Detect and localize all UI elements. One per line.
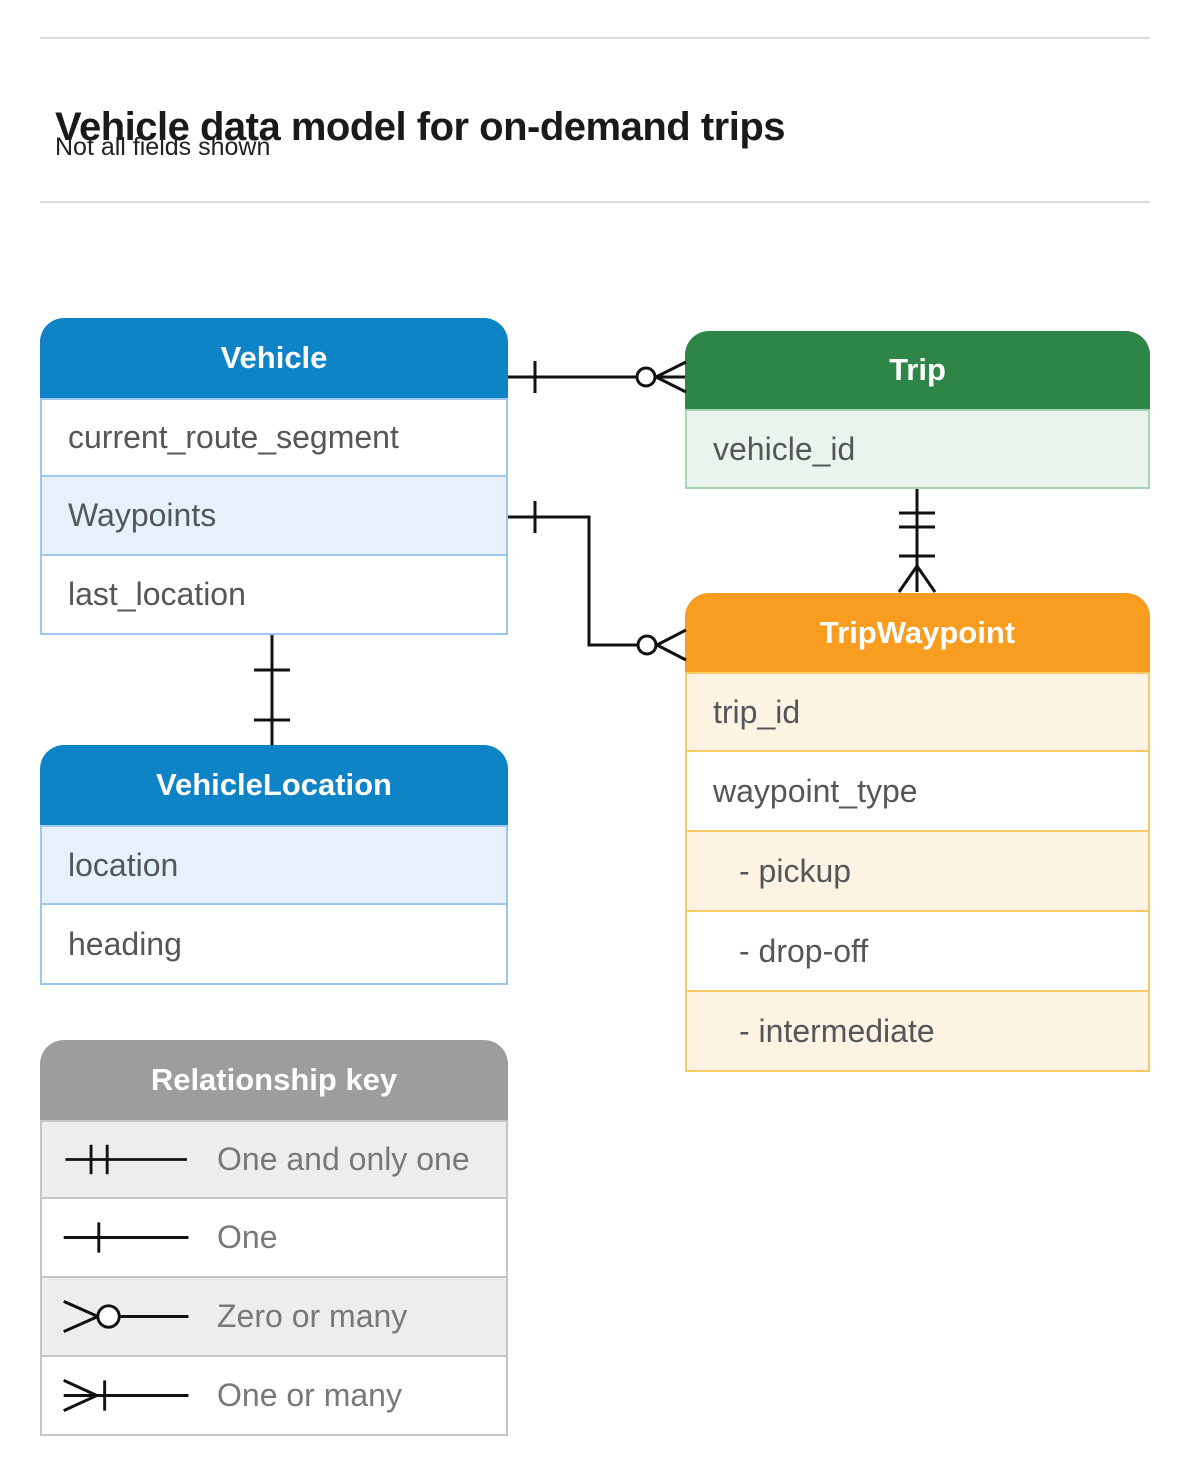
field-row-last-location: last_location — [40, 556, 508, 635]
relationship-key: Relationship key One and only one One — [40, 1040, 508, 1436]
vehicle-vehiclelocation-connector — [254, 635, 290, 745]
field-row-pickup: - pickup — [685, 832, 1150, 912]
trip-tripwaypoint-connector — [897, 489, 937, 593]
many-marker — [897, 565, 919, 593]
vehicle-trip-connector — [508, 360, 687, 394]
many-marker — [655, 375, 687, 394]
field-row-location: location — [40, 825, 508, 905]
many-marker — [915, 565, 937, 593]
field-row-drop-off: - drop-off — [685, 912, 1150, 992]
page-subtitle: Not all fields shown — [55, 133, 271, 161]
field-row-waypoint-type: waypoint_type — [685, 752, 1150, 832]
vehicle-table-title: Vehicle — [40, 318, 508, 398]
key-row-one-and-only-one: One and only one — [40, 1120, 508, 1199]
field-row-current-route-segment: current_route_segment — [40, 398, 508, 477]
key-label: One — [217, 1219, 278, 1255]
trip-table-title: Trip — [685, 331, 1150, 409]
field-row-waypoints: Waypoints — [40, 477, 508, 556]
many-marker — [655, 360, 687, 379]
key-label: One or many — [217, 1377, 402, 1413]
zero-marker — [635, 366, 657, 388]
field-row-vehicle-id: vehicle_id — [685, 409, 1150, 489]
vehiclelocation-table-title: VehicleLocation — [40, 745, 508, 825]
field-row-trip-id: trip_id — [685, 672, 1150, 752]
key-row-one-or-many: One or many — [40, 1357, 508, 1436]
trip-table: Trip vehicle_id — [685, 331, 1150, 489]
tripwaypoint-table: TripWaypoint trip_id waypoint_type - pic… — [685, 593, 1150, 1072]
tripwaypoint-table-title: TripWaypoint — [685, 593, 1150, 672]
key-label: One and only one — [217, 1141, 470, 1177]
vehicle-table: Vehicle current_route_segment Waypoints … — [40, 318, 508, 635]
one-symbol-icon — [42, 1199, 217, 1276]
field-row-intermediate: - intermediate — [685, 992, 1150, 1072]
zero-marker — [636, 634, 658, 656]
top-divider — [40, 37, 1150, 39]
header-divider — [40, 201, 1150, 203]
key-label: Zero or many — [217, 1298, 408, 1334]
one-and-only-one-symbol-icon — [42, 1122, 217, 1197]
zero-or-many-symbol-icon — [42, 1278, 217, 1355]
page-title: Vehicle data model for on-demand trips — [55, 104, 786, 149]
many-marker — [656, 643, 687, 662]
key-row-one: One — [40, 1199, 508, 1278]
one-or-many-symbol-icon — [42, 1357, 217, 1434]
key-row-zero-or-many: Zero or many — [40, 1278, 508, 1357]
waypoints-tripwaypoint-connector — [508, 501, 687, 662]
many-marker — [656, 628, 687, 647]
vehiclelocation-table: VehicleLocation location heading — [40, 745, 508, 985]
field-row-heading: heading — [40, 905, 508, 985]
relationship-key-title: Relationship key — [40, 1040, 508, 1120]
